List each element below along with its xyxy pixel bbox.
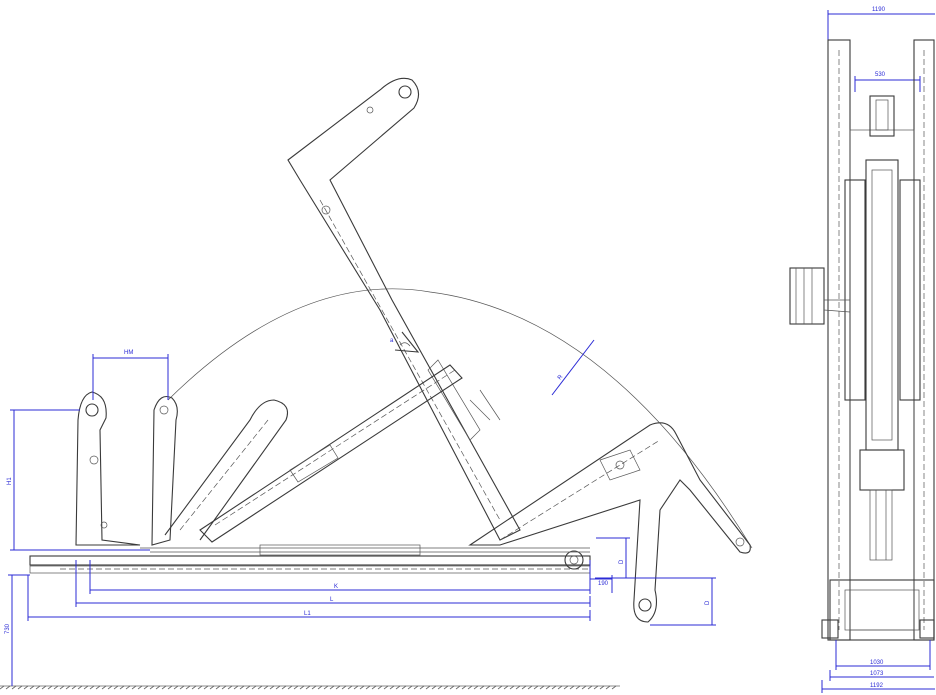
hook-arm-stowed <box>75 391 141 546</box>
front-dim-top-inner: 530 <box>854 72 921 92</box>
l-dimension: L <box>75 560 591 607</box>
l1-label: L1 <box>304 611 311 617</box>
dim-d-rail: D <box>596 537 630 579</box>
front-dim-bottom-2-label: 1073 <box>870 671 884 677</box>
hook-arm-tipped <box>468 422 751 623</box>
l1-dimension: L1 <box>27 575 591 621</box>
ground-line <box>0 685 620 690</box>
front-dim-bottom-3: 1192 <box>821 680 935 693</box>
dim-190-label: 190 <box>598 581 609 587</box>
front-dim-top-outer-label: 1190 <box>872 7 886 13</box>
front-base <box>821 579 935 641</box>
front-valve-block <box>789 267 851 325</box>
angle-label: a <box>390 338 394 344</box>
angle-marker: a <box>390 331 420 353</box>
radius-label: R <box>557 374 565 382</box>
front-dim-bottom-3-label: 1192 <box>870 683 884 689</box>
hm-dimension: HM <box>92 350 169 400</box>
k-dimension: K <box>89 560 591 594</box>
front-dim-bottom-2: 1073 <box>829 670 934 681</box>
hydraulic-cylinder <box>199 364 463 543</box>
h1-dimension: H1 <box>7 409 150 551</box>
hook-arm-raised <box>287 77 521 541</box>
d-label: D <box>705 600 711 605</box>
front-view: 1190 530 <box>789 7 935 693</box>
hm-label: HM <box>124 350 133 356</box>
k-label: K <box>334 584 338 590</box>
front-dim-top-outer: 1190 <box>827 7 935 40</box>
reach-arc <box>167 288 753 549</box>
dim-d-rail-label: D <box>619 559 625 564</box>
front-dim-bottom-1-label: 1030 <box>870 660 884 666</box>
dim-730-label: 730 <box>5 623 11 634</box>
l-label: L <box>330 597 334 603</box>
chassis-frame <box>29 544 591 574</box>
dim-730: 730 <box>5 574 30 686</box>
h1-label: H1 <box>7 477 13 485</box>
front-dim-top-inner-label: 530 <box>875 72 886 78</box>
d-dimension: D <box>595 577 716 626</box>
hook-arm-intermediate <box>151 395 289 546</box>
front-central-arm <box>844 95 921 561</box>
side-view: a R HM H1 730 <box>0 77 753 690</box>
radius-dimension: R <box>551 339 595 396</box>
front-dim-bottom-1: 1030 <box>835 640 931 670</box>
